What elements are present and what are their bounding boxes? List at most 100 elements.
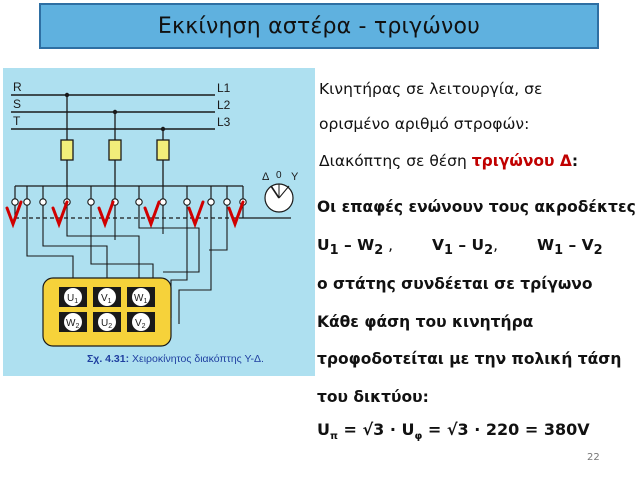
pair3-b-sub: 2	[593, 243, 603, 259]
terminal-v1-sub: 1	[108, 298, 112, 305]
line-label-s: S	[13, 97, 21, 111]
svg-text:V2: V2	[135, 318, 146, 330]
pair1-a-sub: 1	[329, 243, 339, 259]
pair-u1-w2: U1 – W2 ,	[317, 236, 393, 258]
text-line-3-prefix: Διακόπτης σε θέση	[319, 152, 472, 170]
contact-point	[223, 198, 231, 206]
terminal-w2-letter: W	[66, 318, 76, 329]
pair3-sep: –	[563, 236, 582, 254]
voltage-formula: Uπ = √3 · Uφ = √3 · 220 = 380V	[317, 420, 590, 442]
terminal-w1-sub: 1	[143, 298, 147, 305]
terminal-u2-letter: U	[101, 318, 108, 329]
knob-pointer	[270, 185, 280, 199]
switch-label-delta: Δ	[262, 171, 270, 183]
phase-line-3: του δικτύου:	[317, 388, 429, 406]
caption-text: Χειροκίνητος διακόπτης Υ-Δ.	[129, 353, 264, 365]
stator-line: ο στάτης συνδέεται σε τρίγωνο	[317, 275, 593, 293]
contact-point	[11, 198, 19, 206]
closed-contact-checks	[5, 200, 245, 229]
terminal-u2-sub: 2	[108, 323, 112, 330]
text-line-3: Διακόπτης σε θέση τριγώνου Δ:	[319, 152, 578, 170]
check-mark	[51, 200, 69, 229]
svg-text:U1: U1	[67, 293, 78, 305]
line-label-l1: L1	[217, 81, 231, 95]
fuses	[60, 95, 170, 186]
pair3-a: W	[537, 236, 555, 254]
delta-highlight: τριγώνου Δ	[471, 152, 572, 170]
wire	[209, 218, 228, 251]
terminal-circle	[132, 288, 150, 306]
wire	[66, 218, 140, 286]
svg-text:W1: W1	[134, 293, 147, 305]
page-number: 22	[587, 452, 600, 463]
pair1-b: W	[357, 236, 375, 254]
slide-title-box: Εκκίνηση αστέρα - τριγώνου	[39, 3, 599, 49]
contact-point	[159, 198, 167, 206]
knob-mark	[278, 185, 290, 199]
line-label-t: T	[13, 114, 21, 128]
pair2-b: U	[471, 236, 485, 254]
pair-v1-u2: V1 – U2,	[432, 236, 498, 258]
contact-point	[183, 198, 191, 206]
terminal-v2-sub: 2	[142, 323, 146, 330]
diagram-caption: Σχ. 4.31: Χειροκίνητος διακόπτης Υ-Δ.	[87, 353, 264, 365]
slide-title: Εκκίνηση αστέρα - τριγώνου	[157, 13, 481, 39]
line-label-l3: L3	[217, 115, 231, 129]
line-label-l2: L2	[217, 98, 231, 112]
pair2-tail: ,	[493, 236, 499, 254]
pair-w1-v2: W1 – V2	[537, 236, 603, 258]
text-line-3-suffix: :	[571, 152, 579, 170]
pair2-a: V	[432, 236, 444, 254]
phase-line-2: τροφοδοτείται με την πολική τάση	[317, 350, 622, 368]
selector-knob	[264, 183, 294, 213]
pair2-b-sub: 2	[484, 243, 494, 259]
formula-rhs1: √3 · U	[362, 420, 415, 439]
contact-point	[39, 198, 47, 206]
pair3-b: V	[581, 236, 594, 254]
wire	[42, 218, 108, 286]
terminal-w2-sub: 2	[75, 323, 79, 330]
pair1-sep: –	[338, 236, 358, 254]
check-mark	[227, 200, 245, 229]
pair3-a-sub: 1	[554, 243, 564, 259]
check-mark	[5, 200, 23, 229]
star-delta-switch-diagram: R S T L1 L2 L3	[3, 68, 315, 376]
check-mark	[97, 200, 115, 229]
switch-label-zero: 0	[276, 170, 282, 181]
switch-label-star: Y	[291, 171, 299, 183]
text-line-1: Κινητήρας σε λειτουργία, σε	[319, 80, 543, 98]
terminal-w1-letter: W	[134, 293, 144, 304]
fuse-1	[60, 139, 74, 161]
terminal-v1-letter: V	[101, 293, 108, 304]
formula-lhs: U	[317, 420, 330, 439]
wire	[26, 218, 74, 286]
terminal-block-bottom: W2 U2 V2	[59, 312, 155, 332]
contact-point	[23, 198, 31, 206]
contact-point	[87, 198, 95, 206]
formula-lhs-sub: π	[330, 431, 338, 443]
contact-point	[135, 198, 143, 206]
formula-rest: = √3 · 220 = 380V	[422, 420, 590, 439]
svg-text:W2: W2	[66, 318, 79, 330]
pair1-a: U	[317, 236, 330, 254]
contact-circles	[11, 198, 247, 206]
terminal-circle	[64, 313, 82, 331]
fuse-2	[108, 139, 122, 161]
pair1-tail: ,	[383, 236, 394, 254]
terminal-block-top: U1 V1 W1	[59, 287, 155, 307]
check-mark	[187, 200, 205, 229]
formula-eq: =	[337, 420, 363, 439]
phase-line-1: Κάθε φάση του κινητήρα	[317, 313, 534, 331]
terminal-circle	[98, 313, 116, 331]
wire	[178, 218, 212, 324]
terminal-circle	[98, 288, 116, 306]
terminal-u1-sub: 1	[74, 298, 78, 305]
fuse-3	[156, 139, 170, 161]
pair2-a-sub: 1	[444, 243, 453, 259]
terminal-circle	[64, 288, 82, 306]
text-line-2: ορισμένο αριθμό στροφών:	[319, 115, 530, 133]
pair2-sep: –	[452, 236, 472, 254]
svg-text:U2: U2	[101, 318, 112, 330]
terminal-u1-letter: U	[67, 293, 74, 304]
caption-ref: Σχ. 4.31:	[87, 353, 129, 365]
